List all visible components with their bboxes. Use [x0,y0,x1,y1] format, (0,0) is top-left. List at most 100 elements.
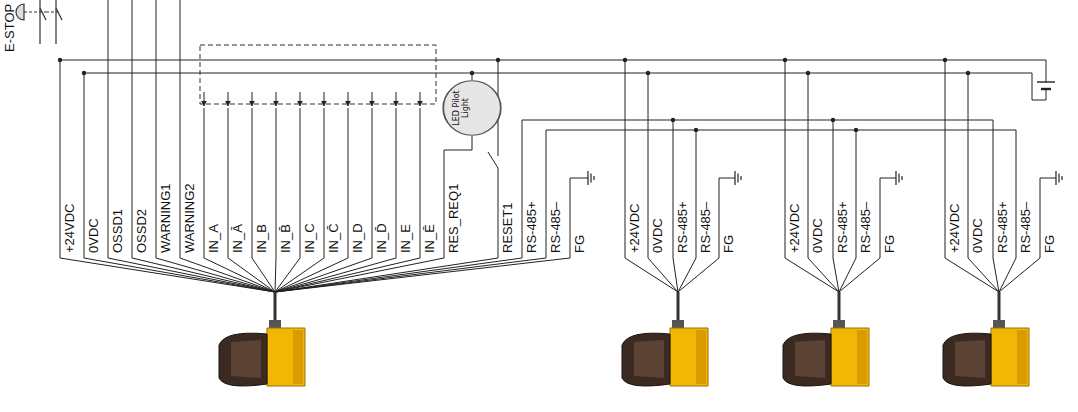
wire [833,120,834,258]
wire [204,108,205,258]
jumper-arrow [300,92,301,106]
sensor-body [857,330,867,384]
sensor-lens [955,340,985,378]
wire [300,108,301,258]
jumper-bracket [200,45,436,104]
signal-name: IN_D̄ [374,223,390,253]
signal-name: IN_C̄ [326,223,342,253]
wire [999,258,1040,292]
switch-label: E-STOP [2,4,18,52]
wire [204,258,275,292]
signal-name: RS-485– [698,202,714,253]
wire [132,0,133,258]
junction-dot [82,71,86,75]
sensor-lens [231,340,261,378]
battery-symbol [1037,81,1055,82]
signal-name: +24VDC [627,204,643,254]
sensor-lens [219,333,267,386]
pilot-light-outline [443,81,501,136]
wire [678,258,719,292]
wire [180,258,275,292]
jumper-arrow [420,92,421,106]
wire [1016,130,1017,258]
ground-symbol [734,171,735,185]
sensor-cable [998,292,1001,322]
reset-switch [488,152,498,258]
wire [785,258,839,292]
rs485-bus [522,120,993,258]
signal-name: WARNING1 [158,183,174,253]
ground-symbol [901,176,902,180]
signal-name: 0VDC [650,218,666,253]
wire [132,258,275,292]
sensor-lens [943,333,991,386]
wire [968,73,969,258]
junction-dot [671,118,675,122]
wire [228,108,229,258]
signal-name: IN_B̄ [278,224,294,253]
signal-name: +24VDC [787,204,803,254]
junction-dot [694,128,698,132]
ground-symbol [1055,171,1056,185]
wire [648,258,678,292]
wire [396,108,397,258]
signal-name: 0VDC [86,218,102,253]
jumper-arrow [228,92,229,106]
signal-name: RES_REQ1 [446,184,462,253]
junction-dot [943,58,947,62]
wire [108,258,275,292]
signal-name: RS-485– [858,202,874,253]
wire [696,130,697,258]
sensor-body [293,330,303,384]
sensor-cable [677,292,680,322]
ground-symbol [1061,176,1062,180]
wire [678,258,696,292]
jumper-arrow [348,92,349,106]
wire [839,258,880,292]
wire [968,258,999,292]
wire [625,258,678,292]
ground-symbol [590,174,591,183]
junction-dot [831,118,835,122]
sensor-body [670,328,708,386]
wire [673,258,678,292]
signal-name: 0VDC [810,218,826,253]
signal-name: IN_Ā [230,224,246,253]
wire [808,73,809,258]
wire [808,258,839,292]
pilot-light-text: LED Pilot Light [452,88,470,128]
sensor-lens [634,340,664,378]
jumper-arrow [204,92,205,106]
signal-name: RS-485+ [675,201,691,253]
ground-symbol [898,174,899,183]
wire [420,108,421,258]
power-bus [85,73,1046,100]
junction-dot [783,58,787,62]
ground-symbol [895,171,896,185]
sensor-lens [622,333,670,386]
wire [60,60,61,258]
pilot-light: LED Pilot Light [442,80,502,136]
signal-name: FG [572,235,588,253]
jumper-arrow [324,92,325,106]
signal-name: WARNING2 [182,183,198,253]
ground-symbol [737,174,738,183]
jumper-arrow [396,92,397,106]
wire [570,178,588,258]
junction-dot [646,71,650,75]
signal-name: FG [882,235,898,253]
wire [444,136,472,258]
wire [156,258,275,292]
jumper-arrow [252,92,253,106]
signal-name: RS-485+ [995,201,1011,253]
sensor-connector [672,320,684,328]
ground-symbol [587,171,588,185]
signal-name: IN_B [254,224,270,253]
junction-dot [58,58,62,62]
wire [108,0,109,258]
wire [839,258,856,292]
wire [625,60,626,258]
wire [945,258,999,292]
signal-name: +24VDC [947,204,963,254]
wire [84,73,85,258]
